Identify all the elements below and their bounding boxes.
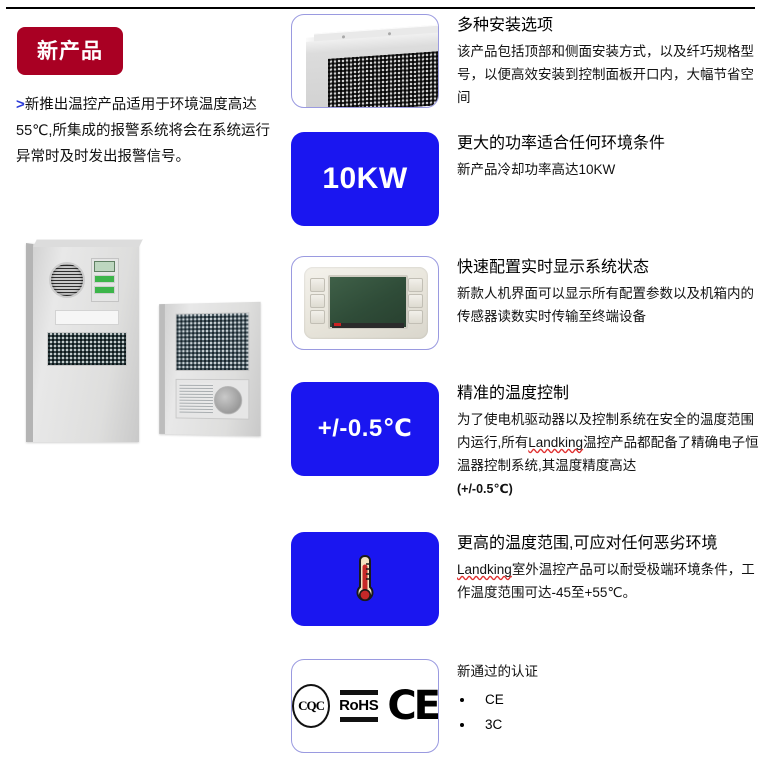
feature-body: 为了使电机驱动器以及控制系统在安全的温度范围内运行,所有Landking温控产品… — [457, 408, 761, 501]
hmi-lcd-screen — [328, 275, 408, 329]
unit-green-button-2 — [94, 286, 115, 294]
feature-text: 更大的功率适合任何环境条件 新产品冷却功率高达10KW — [443, 132, 761, 181]
unit-air-grille — [47, 332, 127, 366]
brand-name: Landking — [528, 435, 584, 450]
hmi-key-left-3 — [310, 310, 325, 324]
ce-logo: CE — [387, 683, 438, 729]
feature-body-part-2: 温控产品都配备了精确电子恒温器控制系统,其温度精度高达 — [457, 435, 759, 473]
intro-paragraph: >新推出温控产品适用于环境温度高达55℃,所集成的报警系统将会在系统运行异常时及… — [16, 92, 278, 170]
hmi-status-led — [334, 323, 341, 326]
top-divider — [6, 7, 755, 9]
screw-icon — [388, 32, 391, 36]
feature-body: 新产品冷却功率高达10KW — [457, 162, 616, 177]
feature-text: 精准的温度控制 为了使电机驱动器以及控制系统在安全的温度范围内运行,所有Land… — [443, 382, 761, 501]
certification-list: CE 3C — [457, 687, 761, 737]
feature-row-mount-options: 多种安装选项 该产品包括顶部和侧面安装方式，以及纤巧规格型号，以便高效安装到控制… — [291, 14, 761, 132]
feature-title: 更大的功率适合任何环境条件 — [457, 135, 666, 152]
feature-list: 多种安装选项 该产品包括顶部和侧面安装方式，以及纤巧规格型号，以便高效安装到控制… — [291, 14, 761, 769]
feature-body-part-1: 为了使电机驱动器以及控制系统在安全的温度范围内运行,所有 — [457, 412, 754, 450]
accuracy-badge: +/-0.5℃ — [291, 382, 439, 476]
fan-icon-small — [213, 386, 243, 415]
hmi-key-left-2 — [310, 294, 325, 308]
feature-text: 多种安装选项 该产品包括顶部和侧面安装方式，以及纤巧规格型号，以便高效安装到控制… — [443, 14, 761, 109]
brand-name: Landking — [457, 562, 512, 577]
unit-small-grille — [175, 312, 250, 372]
temperature-range-badge — [291, 532, 439, 626]
feature-row-power: 10KW 更大的功率适合任何环境条件 新产品冷却功率高达10KW — [291, 132, 761, 256]
new-product-badge: 新产品 — [17, 27, 123, 75]
feature-title: 精准的温度控制 — [457, 385, 570, 402]
product-unit-large — [26, 239, 143, 442]
unit-lcd-display — [94, 261, 115, 272]
rohs-bar-top — [339, 690, 378, 695]
unit-label-strip — [55, 310, 119, 325]
certification-title: 新通过的认证 — [457, 664, 538, 679]
rohs-logo: RoHS — [339, 690, 379, 722]
fan-icon — [49, 262, 85, 298]
rohs-bar-bottom — [339, 717, 378, 722]
power-10kw-badge: 10KW — [291, 132, 439, 226]
feature-title: 更高的温度范围,可应对任何恶劣环境 — [457, 535, 718, 552]
feature-visual: CQC RoHS CE — [291, 659, 443, 753]
hmi-key-right-2 — [408, 294, 423, 308]
feature-text: 更高的温度范围,可应对任何恶劣环境 Landking室外温控产品可以耐受极端环境… — [443, 532, 761, 604]
feature-visual — [291, 256, 443, 350]
unit-small-panel — [175, 378, 250, 420]
cqc-logo: CQC — [292, 684, 331, 728]
feature-row-temp-range: 更高的温度范围,可应对任何恶劣环境 Landking室外温控产品可以耐受极端环境… — [291, 532, 761, 659]
feature-visual — [291, 532, 443, 626]
feature-visual: 10KW — [291, 132, 443, 226]
feature-body: 该产品包括顶部和侧面安装方式，以及纤巧规格型号，以便高效安装到控制面板开口内，大… — [457, 44, 754, 105]
power-badge-label: 10KW — [322, 162, 408, 195]
list-item: 3C — [475, 712, 761, 737]
unit-green-button-1 — [94, 275, 115, 283]
feature-row-hmi: 快速配置实时显示系统状态 新款人机界面可以显示所有配置参数以及机箱内的传感器读数… — [291, 256, 761, 382]
certification-text: 新通过的认证 CE 3C — [443, 659, 761, 737]
feature-body: Landking室外温控产品可以耐受极端环境条件，工作温度范围可达-45至+55… — [457, 558, 761, 604]
feature-text: 快速配置实时显示系统状态 新款人机界面可以显示所有配置参数以及机箱内的传感器读数… — [443, 256, 761, 328]
hmi-key-right-1 — [408, 278, 423, 292]
new-product-badge-label: 新产品 — [37, 39, 103, 63]
certification-logos: CQC RoHS CE — [291, 659, 439, 753]
thermometer-icon — [356, 554, 374, 602]
unit-perforated-grille — [328, 51, 438, 107]
feature-body-emphasis: (+/-0.5℃) — [457, 482, 513, 496]
left-column: 新产品 >新推出温控产品适用于环境温度高达55℃,所集成的报警系统将会在系统运行… — [0, 14, 286, 772]
product-unit-small — [159, 301, 261, 437]
list-item: CE — [475, 687, 761, 712]
feature-visual: +/-0.5℃ — [291, 382, 443, 476]
unit-top-lip — [33, 239, 143, 247]
rohs-label: RoHS — [339, 697, 379, 714]
feature-visual — [291, 14, 443, 108]
feature-title: 多种安装选项 — [457, 17, 554, 34]
hmi-controller-photo — [291, 256, 439, 350]
feature-row-accuracy: +/-0.5℃ 精准的温度控制 为了使电机驱动器以及控制系统在安全的温度范围内运… — [291, 382, 761, 532]
feature-row-certifications: CQC RoHS CE 新通过的认证 CE 3C — [291, 659, 761, 769]
accuracy-badge-label: +/-0.5℃ — [317, 415, 413, 442]
feature-title: 快速配置实时显示系统状态 — [457, 259, 650, 276]
intro-text: 新推出温控产品适用于环境温度高达55℃,所集成的报警系统将会在系统运行异常时及时… — [16, 97, 270, 165]
screw-icon — [342, 35, 345, 39]
hmi-key-right-3 — [408, 310, 423, 324]
mount-options-photo — [291, 14, 439, 108]
hmi-key-left-1 — [310, 278, 325, 292]
arrow-icon: > — [16, 96, 25, 113]
main-product-photo — [8, 239, 268, 489]
feature-body: 新款人机界面可以显示所有配置参数以及机箱内的传感器读数实时传输至终端设备 — [457, 286, 754, 324]
feature-body-part-2: 室外温控产品可以耐受极端环境条件，工作温度范围可达-45至+55℃。 — [457, 562, 755, 600]
